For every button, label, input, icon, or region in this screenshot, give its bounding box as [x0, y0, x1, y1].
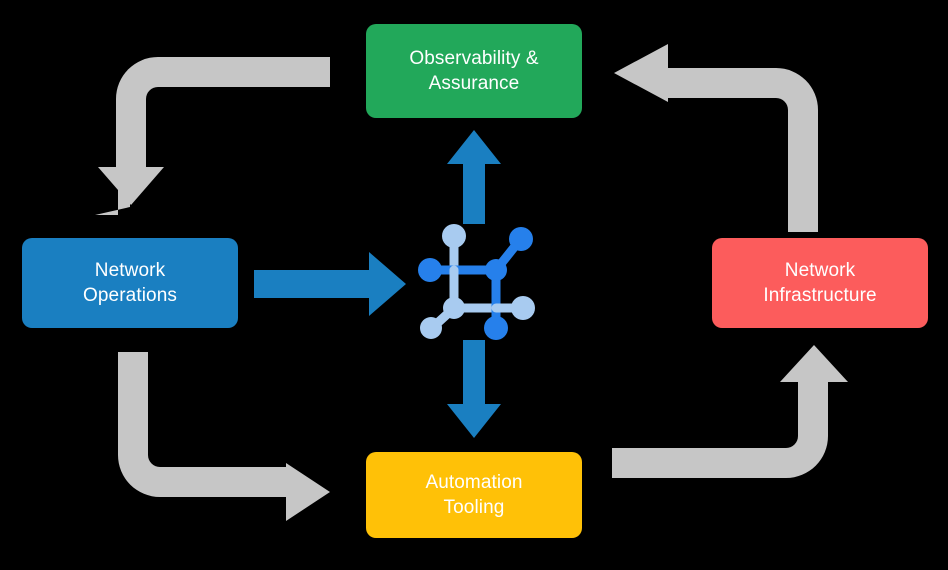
- gray-arrow-observability-to-operations-shaft: [98, 57, 330, 205]
- mesh-node-bottom-left: [420, 317, 442, 339]
- gray-arrow-automation-to-infrastructure: [612, 345, 848, 478]
- mesh-node-left: [418, 258, 442, 282]
- gray-arrow-infrastructure-to-observability: [614, 44, 818, 232]
- box-observability-label: Observability &Assurance: [409, 47, 539, 94]
- mesh-node-right: [511, 296, 535, 320]
- blue-arrow-operations-to-center: [254, 252, 406, 316]
- blue-arrow-center-to-observability: [447, 130, 501, 224]
- mesh-node-hub-lower-left: [443, 297, 465, 319]
- mesh-node-bottom: [484, 316, 508, 340]
- network-mesh-icon: [418, 224, 535, 340]
- mesh-node-hub-upper-right: [485, 259, 507, 281]
- box-observability-assurance[interactable]: Observability &Assurance: [366, 24, 582, 118]
- gray-arrow-operations-to-automation: [118, 352, 330, 521]
- mesh-node-top: [442, 224, 466, 248]
- blue-arrow-center-to-automation: [447, 340, 501, 438]
- mesh-node-top-right: [509, 227, 533, 251]
- gray-arrow-observability-to-operations: [95, 59, 330, 215]
